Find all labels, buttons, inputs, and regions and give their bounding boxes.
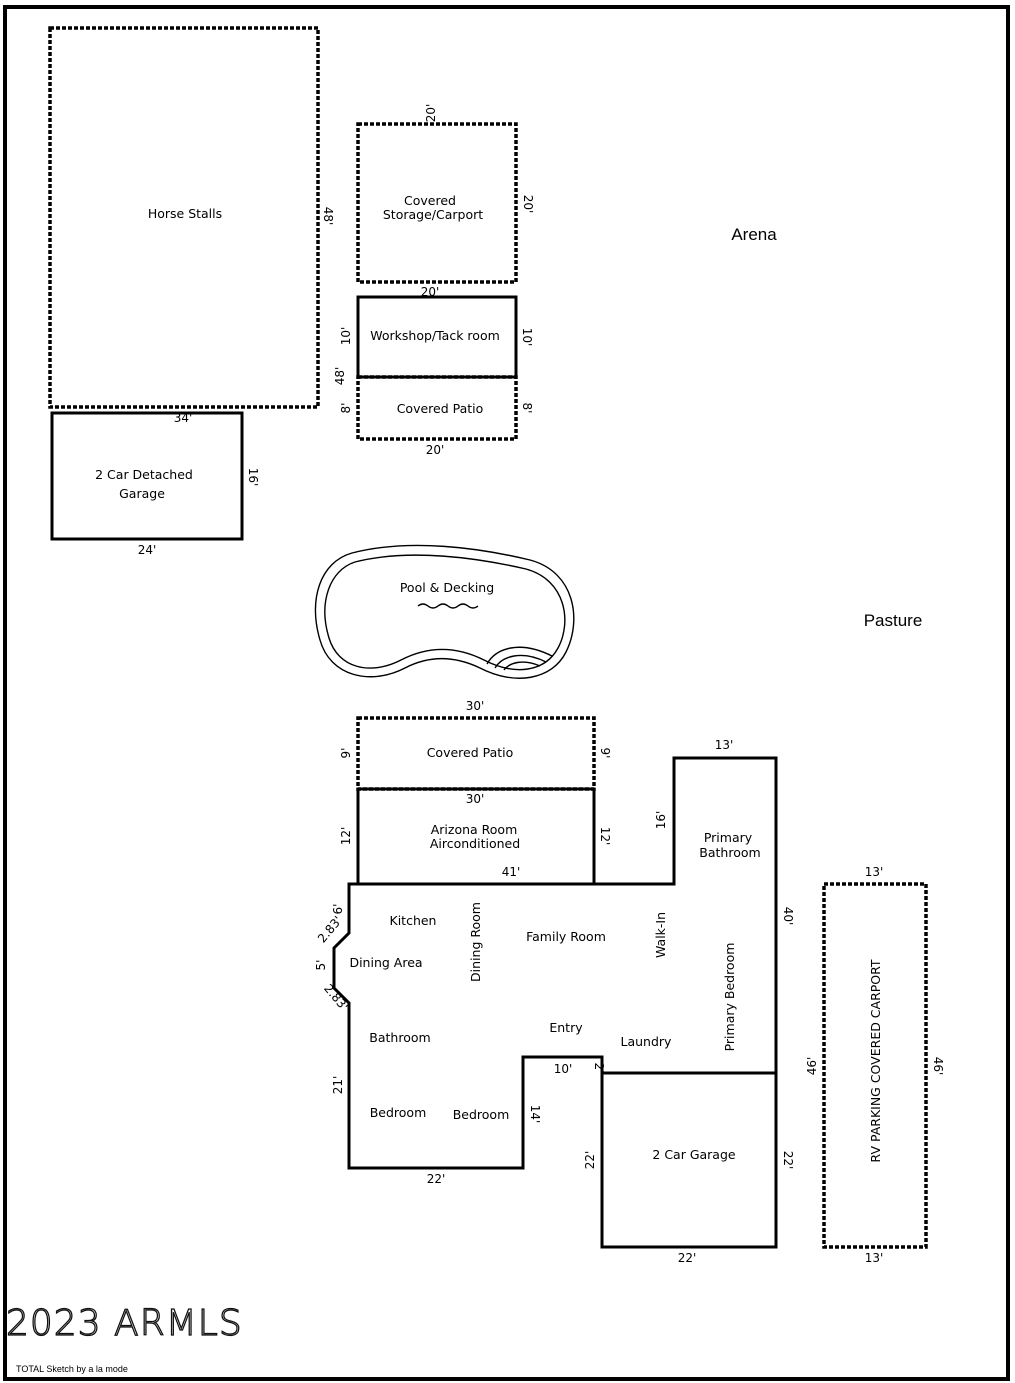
horse-stalls-label: Horse Stalls (148, 206, 222, 221)
covered-storage-label-1: Covered (404, 193, 456, 208)
dim-patio-bottom: 20' (426, 443, 445, 457)
covered-storage-label-2: Storage/Carport (383, 207, 483, 222)
dim-patio-left: 8' (339, 403, 353, 414)
dim-house-left-lower: 21' (331, 1076, 345, 1095)
rv-carport-outline (822, 882, 928, 1249)
detached-garage-label-2: Garage (119, 486, 165, 501)
watermark: 2023 ARMLS (6, 1303, 243, 1344)
dim-bedroom-right: 14' (528, 1105, 542, 1124)
covered-patio-top-outline (356, 375, 518, 441)
detached-garage-label-1: 2 Car Detached (95, 467, 193, 482)
covered-patio-top-label: Covered Patio (397, 401, 484, 416)
arena-label: Arena (731, 225, 777, 244)
pasture-label: Pasture (864, 611, 923, 630)
primary-bedroom-label: Primary Bedroom (722, 943, 737, 1052)
rv-carport-label: RV PARKING COVERED CARPORT (868, 959, 883, 1162)
detached-garage-outline (50, 411, 244, 541)
horse-stalls-outline (48, 26, 320, 409)
dim-notch-right: 2' (592, 1063, 606, 1074)
dim-patio-right: 8' (520, 403, 534, 414)
dim-garage-det-bottom: 24' (138, 543, 157, 557)
dim-garage-right: 22' (781, 1151, 795, 1170)
dim-stalls-left-lower: 48' (333, 367, 347, 386)
dim-rv-bottom: 13' (865, 1251, 884, 1265)
dim-house-right: 40' (781, 907, 795, 926)
dining-area-label: Dining Area (349, 955, 422, 970)
arizona-room-label-1: Arizona Room (431, 822, 518, 837)
garage-outline (600, 1071, 778, 1249)
dim-garage-bottom: 22' (678, 1251, 697, 1265)
dim-house-patio-top: 30' (466, 699, 485, 713)
dim-notch-top: 10' (554, 1062, 573, 1076)
dim-angle-lower: 2.83' (321, 981, 351, 1013)
entry-label: Entry (549, 1020, 583, 1035)
dim-storage-right: 20' (521, 195, 535, 214)
dim-az-left: 12' (339, 827, 353, 846)
dim-workshop-right: 10' (520, 328, 534, 347)
pool-shape (314, 544, 575, 679)
dim-az-top: 30' (466, 792, 485, 806)
dim-house-patio-right: 9' (598, 748, 612, 759)
credit-text: TOTAL Sketch by a la mode (16, 1364, 128, 1374)
dim-house-left-top: 6' (331, 904, 345, 915)
dim-bath-top: 13' (715, 738, 734, 752)
dim-rv-left: 46' (805, 1057, 819, 1076)
garage-label: 2 Car Garage (652, 1147, 736, 1162)
primary-bathroom-label-2: Bathroom (699, 845, 760, 860)
dim-rv-top: 13' (865, 865, 884, 879)
kitchen-label: Kitchen (390, 913, 437, 928)
bathroom-label: Bathroom (369, 1030, 430, 1045)
bedroom-2-label: Bedroom (453, 1107, 510, 1122)
bedroom-1-label: Bedroom (370, 1105, 427, 1120)
dim-garage-det-right: 16' (246, 468, 260, 487)
dim-workshop-left: 10' (339, 327, 353, 346)
house-covered-patio-label: Covered Patio (427, 745, 514, 760)
workshop-label: Workshop/Tack room (370, 328, 500, 343)
main-house-outline (332, 756, 778, 1170)
dining-room-label: Dining Room (468, 902, 483, 982)
covered-storage-outline (356, 122, 518, 284)
laundry-label: Laundry (621, 1034, 673, 1049)
dim-garage-left: 22' (583, 1151, 597, 1170)
dim-house-patio-left: 9' (339, 748, 353, 759)
dim-az-right: 12' (598, 827, 612, 846)
family-room-label: Family Room (526, 929, 606, 944)
primary-bathroom-label-1: Primary (704, 830, 753, 845)
dim-house-bottom: 22' (427, 1172, 446, 1186)
dim-rv-right: 46' (931, 1057, 945, 1076)
dim-bath-left: 16' (654, 811, 668, 830)
arizona-room-label-2: Airconditioned (430, 836, 520, 851)
dim-storage-top: 20' (424, 104, 438, 123)
dim-house-left-mid: 5' (314, 960, 328, 971)
dim-stalls-right: 48' (321, 207, 335, 226)
pool-label: Pool & Decking (400, 580, 494, 595)
house-covered-patio-outline (356, 716, 596, 791)
dim-house-top: 41' (502, 865, 521, 879)
walk-in-label: Walk-In (653, 912, 668, 958)
page-border (3, 5, 1010, 1381)
